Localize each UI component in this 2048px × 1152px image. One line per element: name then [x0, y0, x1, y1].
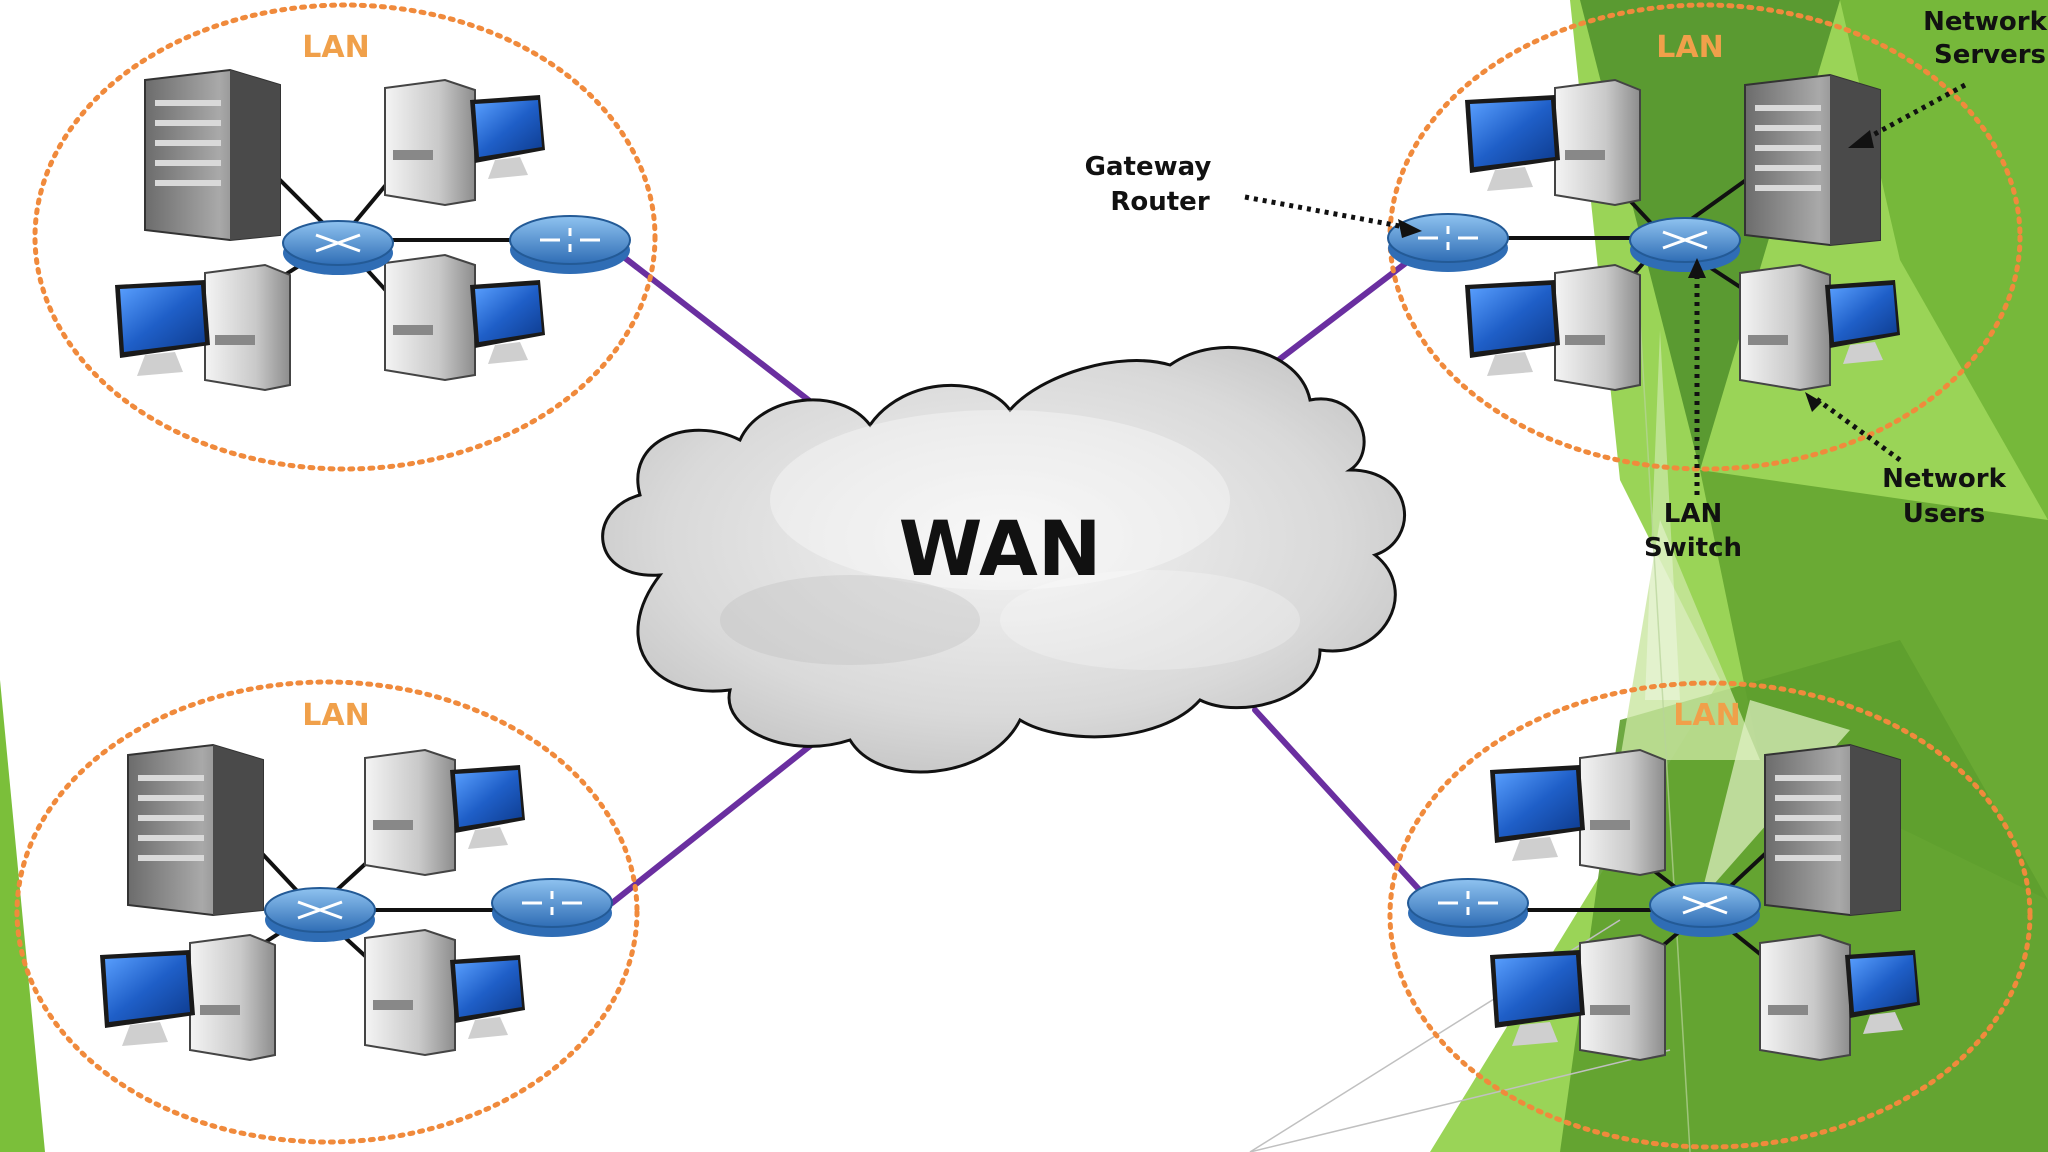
- network-servers-label-line1: Network: [1923, 7, 2048, 37]
- wan-link-top-right: [1252, 253, 1418, 381]
- server-icon: [144, 68, 281, 242]
- arrowhead-icon: [1688, 258, 1706, 278]
- wan-cloud: WAN: [601, 345, 1407, 774]
- desktop-computer-icon: [384, 78, 545, 207]
- lan-boundary-bottom-left: [14, 679, 640, 1145]
- annotation-labels: Gateway Router Network Servers LAN Switc…: [1085, 7, 2048, 563]
- desktop-computer-icon: [364, 748, 525, 877]
- arrowhead-icon: [1805, 392, 1822, 412]
- desktop-computer-icon: [1759, 933, 1920, 1062]
- network-users-label-line1: Network: [1882, 464, 2007, 494]
- gateway-router-label-line1: Gateway: [1085, 152, 1212, 182]
- lan-switch-icon: [1649, 882, 1761, 937]
- desktop-computer-icon: [1490, 748, 1666, 877]
- lan-top-right: [1387, 73, 1900, 392]
- lan-label-bottom-left: LAN: [302, 698, 369, 733]
- gateway-router-icon: [1407, 878, 1529, 937]
- network-users-label-line2: Users: [1903, 499, 1986, 529]
- lan-switch-icon: [282, 220, 394, 275]
- desktop-computer-icon: [364, 928, 525, 1057]
- annotation-arrowheads: [1398, 130, 1874, 412]
- gateway-router-icon: [1387, 213, 1509, 272]
- arrowhead-icon: [1848, 130, 1874, 148]
- gateway-router-icon: [509, 215, 631, 274]
- desktop-computer-icon: [115, 263, 291, 392]
- lan-switch-icon: [264, 887, 376, 942]
- lan-bottom-right: [1407, 743, 1920, 1062]
- network-servers-label-line2: Servers: [1934, 40, 2046, 70]
- desktop-computer-icon: [1465, 263, 1641, 392]
- lan-labels: LAN LAN LAN LAN: [302, 30, 1740, 733]
- lan-boundary-top-left: [32, 2, 658, 472]
- server-icon: [1764, 743, 1901, 917]
- wan-label: WAN: [899, 504, 1102, 593]
- lan-label-bottom-right: LAN: [1673, 698, 1740, 733]
- desktop-computer-icon: [384, 253, 545, 382]
- lan-switch-label-line2: Switch: [1644, 533, 1742, 563]
- gateway-router-icon: [491, 878, 613, 937]
- network-servers-arrow: [1858, 82, 1967, 145]
- lan-switch-label-line1: LAN: [1664, 499, 1722, 529]
- lan-label-top-left: LAN: [302, 30, 369, 65]
- desktop-computer-icon: [1490, 933, 1666, 1062]
- lan-top-left: [115, 68, 631, 392]
- server-icon: [127, 743, 264, 917]
- annotation-arrows: [1244, 82, 1967, 495]
- arrowhead-icon: [1398, 219, 1422, 238]
- wan-link-bottom-left: [609, 735, 823, 906]
- wan-link-bottom-right: [1252, 707, 1428, 899]
- desktop-computer-icon: [1465, 78, 1641, 207]
- lan-boundary-bottom-right: [1387, 680, 2033, 1150]
- lan-label-top-right: LAN: [1656, 30, 1723, 65]
- lan-bottom-left: [100, 743, 613, 1062]
- server-icon: [1744, 73, 1881, 247]
- gateway-router-label-line2: Router: [1110, 187, 1209, 217]
- desktop-computer-icon: [1739, 263, 1900, 392]
- gateway-router-arrow: [1244, 194, 1411, 231]
- lan-switch-icon: [1629, 217, 1741, 272]
- desktop-computer-icon: [100, 933, 276, 1062]
- wan-cloud-icon: [601, 345, 1407, 774]
